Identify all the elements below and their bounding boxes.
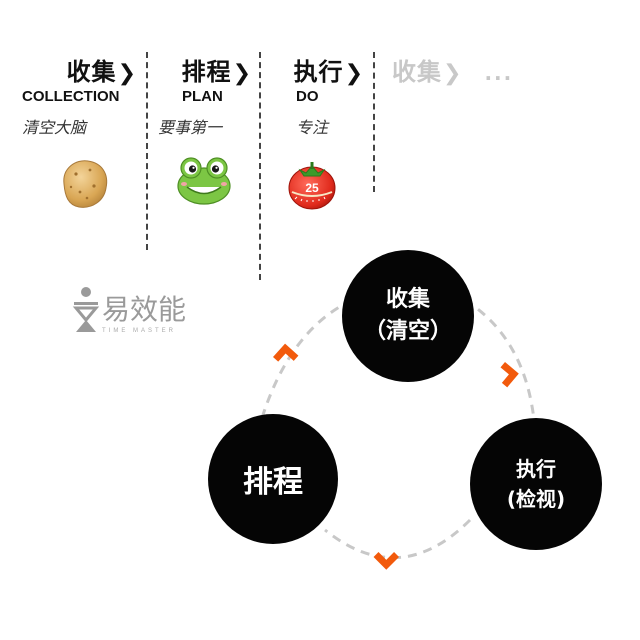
step-collect-english: COLLECTION xyxy=(22,88,120,105)
cycle-arrow-bottom-icon xyxy=(373,552,399,570)
step-next-collect: 收集❯... xyxy=(380,52,514,252)
node-plan-label: 排程 xyxy=(243,465,303,500)
cycle-path-exec-to-plan xyxy=(324,518,472,560)
chevron-right-icon: ❯ xyxy=(232,61,252,86)
chevron-right-icon: ❯ xyxy=(117,61,137,86)
step-do-english: DO xyxy=(296,88,319,105)
node-collect-label: 收集 xyxy=(385,287,430,312)
step-collect-subtitle: 清空大脑 xyxy=(22,118,87,137)
cycle-node-collect: 收集 （清空） xyxy=(342,250,474,382)
step-plan-subtitle: 要事第一 xyxy=(158,118,223,137)
step-do-subtitle: 专注 xyxy=(296,118,329,137)
node-execute-label: 执行 xyxy=(516,457,556,481)
tomato-timer-number: 25 xyxy=(305,181,319,195)
step-collect: 收集❯ COLLECTION 清空大脑 xyxy=(20,52,145,252)
divider-2 xyxy=(259,52,261,280)
chevron-right-icon: ❯ xyxy=(344,61,364,86)
step-plan: 排程❯ PLAN 要事第一 xyxy=(150,52,260,252)
cycle-arrow-left-icon xyxy=(273,343,299,362)
logo-text: 易效能 xyxy=(102,293,187,326)
cycle-path-collect-to-exec xyxy=(464,298,537,431)
step-plan-english: PLAN xyxy=(182,88,223,105)
tomato-timer-icon: 25 xyxy=(288,162,336,210)
cycle-node-plan: 排程 xyxy=(208,414,338,544)
potato-icon xyxy=(63,160,108,208)
frog-icon xyxy=(177,157,231,205)
chevron-right-icon: ❯ xyxy=(443,61,463,86)
node-execute-sublabel: (检视) xyxy=(506,487,566,511)
divider-1 xyxy=(146,52,148,250)
logo-subtext: TIME MASTER xyxy=(102,328,177,334)
cycle-path-plan-to-collect xyxy=(260,298,353,419)
step-do-title: 执行 xyxy=(293,58,344,86)
cycle-arrow-right-icon xyxy=(500,362,519,388)
step-do: 执行❯ DO 专注 25 xyxy=(262,52,372,252)
brand-logo: 易效能 TIME MASTER xyxy=(72,286,212,346)
node-collect-sublabel: （清空） xyxy=(363,319,452,344)
person-icon xyxy=(72,287,100,332)
cycle-node-execute: 执行 (检视) xyxy=(470,418,602,550)
step-next-title: 收集 xyxy=(392,58,442,86)
step-collect-title: 收集 xyxy=(66,58,117,86)
ellipsis-text: ... xyxy=(484,61,514,85)
divider-3 xyxy=(373,52,375,192)
step-plan-title: 排程 xyxy=(181,58,232,86)
